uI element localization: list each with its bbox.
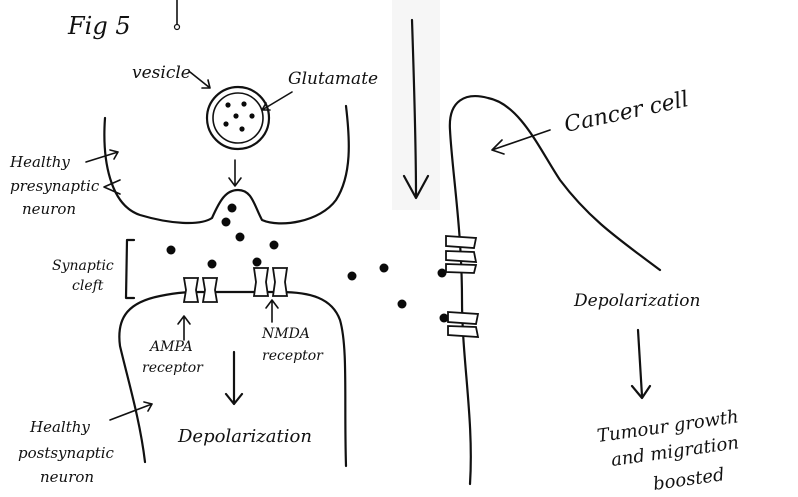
nmda-label-1: NMDA <box>261 326 310 342</box>
glutamate-dot <box>249 113 254 118</box>
cleft-bracket <box>126 240 134 298</box>
presynaptic-label-3: neuron <box>22 200 76 218</box>
presynaptic-label-1: Healthy <box>9 153 70 171</box>
depolarization-label-left: Depolarization <box>177 426 312 447</box>
glutamate-dot <box>233 113 238 118</box>
ampa-label-2: receptor <box>142 360 204 376</box>
cleft-label-1: Synaptic <box>52 258 114 274</box>
glutamate-label: Glutamate <box>288 69 378 89</box>
postsynaptic-label-1: Healthy <box>29 418 90 436</box>
cursor-dot <box>175 25 180 30</box>
glutamate-dot <box>239 126 244 131</box>
cancer-cell-label: Cancer cell <box>562 87 691 138</box>
nmda-label-2: receptor <box>262 348 324 364</box>
glutamate-dot <box>223 121 228 126</box>
glutamate-dot <box>228 204 237 213</box>
vesicle <box>207 87 269 149</box>
figure-title: Fig 5 <box>67 12 131 40</box>
glutamate-dot <box>348 272 357 281</box>
release-arrow <box>229 160 241 186</box>
glutamate-dot <box>225 102 230 107</box>
glutamate-dot <box>167 246 176 255</box>
ampa-label-1: AMPA <box>148 339 193 355</box>
depolarization-label-right: Depolarization <box>573 291 701 311</box>
postsynaptic-pointer <box>110 402 152 420</box>
cancer-receptor-upper <box>446 236 476 273</box>
ampa-receptor <box>184 278 217 302</box>
vesicle-pointer <box>190 72 210 88</box>
postsynaptic-label-2: postsynaptic <box>18 444 115 462</box>
vesicle-label: vesicle <box>132 63 191 83</box>
presynaptic-pointer <box>86 150 118 162</box>
depolarization-arrow-left <box>226 352 242 404</box>
glutamate-dot <box>270 241 279 250</box>
postsynaptic-label-3: neuron <box>40 468 94 486</box>
ampa-pointer <box>178 316 190 340</box>
glutamate-dot <box>241 101 246 106</box>
glutamate-dot <box>236 233 245 242</box>
glutamate-dot <box>380 264 389 273</box>
cleft-label-2: cleft <box>72 278 104 294</box>
presynaptic-label-2: presynaptic <box>10 177 100 195</box>
glutamate-dot <box>222 218 231 227</box>
outcome-line-3: boosted <box>652 464 726 495</box>
glutamate-dot <box>398 300 407 309</box>
depolarization-arrow-right <box>632 330 650 398</box>
nmda-pointer <box>266 300 278 322</box>
glutamate-dot <box>208 260 217 269</box>
glutamate-dot <box>253 258 262 267</box>
